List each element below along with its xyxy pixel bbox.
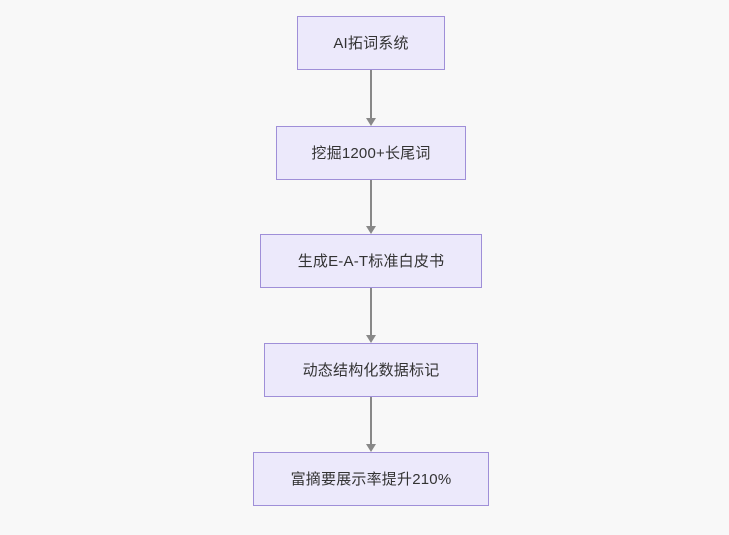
flowchart-node-rich-snippet-uplift[interactable]: 富摘要展示率提升210% [253, 452, 489, 506]
edge-line [370, 288, 372, 335]
edge-line [370, 397, 372, 444]
arrow-down-icon [366, 335, 376, 343]
flowchart-node-mine-longtail-keywords[interactable]: 挖掘1200+长尾词 [276, 126, 466, 180]
flowchart-node-label: 动态结构化数据标记 [302, 361, 440, 379]
edge-line [370, 70, 372, 118]
flowchart-node-ai-keyword-system[interactable]: AI拓词系统 [297, 16, 445, 70]
flowchart-node-dynamic-structured-data[interactable]: 动态结构化数据标记 [264, 343, 478, 397]
arrow-down-icon [366, 226, 376, 234]
flowchart-node-label: 富摘要展示率提升210% [290, 470, 452, 488]
edge-line [370, 180, 372, 226]
flowchart-node-label: 挖掘1200+长尾词 [311, 144, 431, 162]
flowchart-node-generate-eat-whitepaper[interactable]: 生成E-A-T标准白皮书 [260, 234, 482, 288]
flowchart-node-label: 生成E-A-T标准白皮书 [297, 252, 445, 270]
arrow-down-icon [366, 444, 376, 452]
flowchart-node-label: AI拓词系统 [333, 34, 409, 52]
arrow-down-icon [366, 118, 376, 126]
